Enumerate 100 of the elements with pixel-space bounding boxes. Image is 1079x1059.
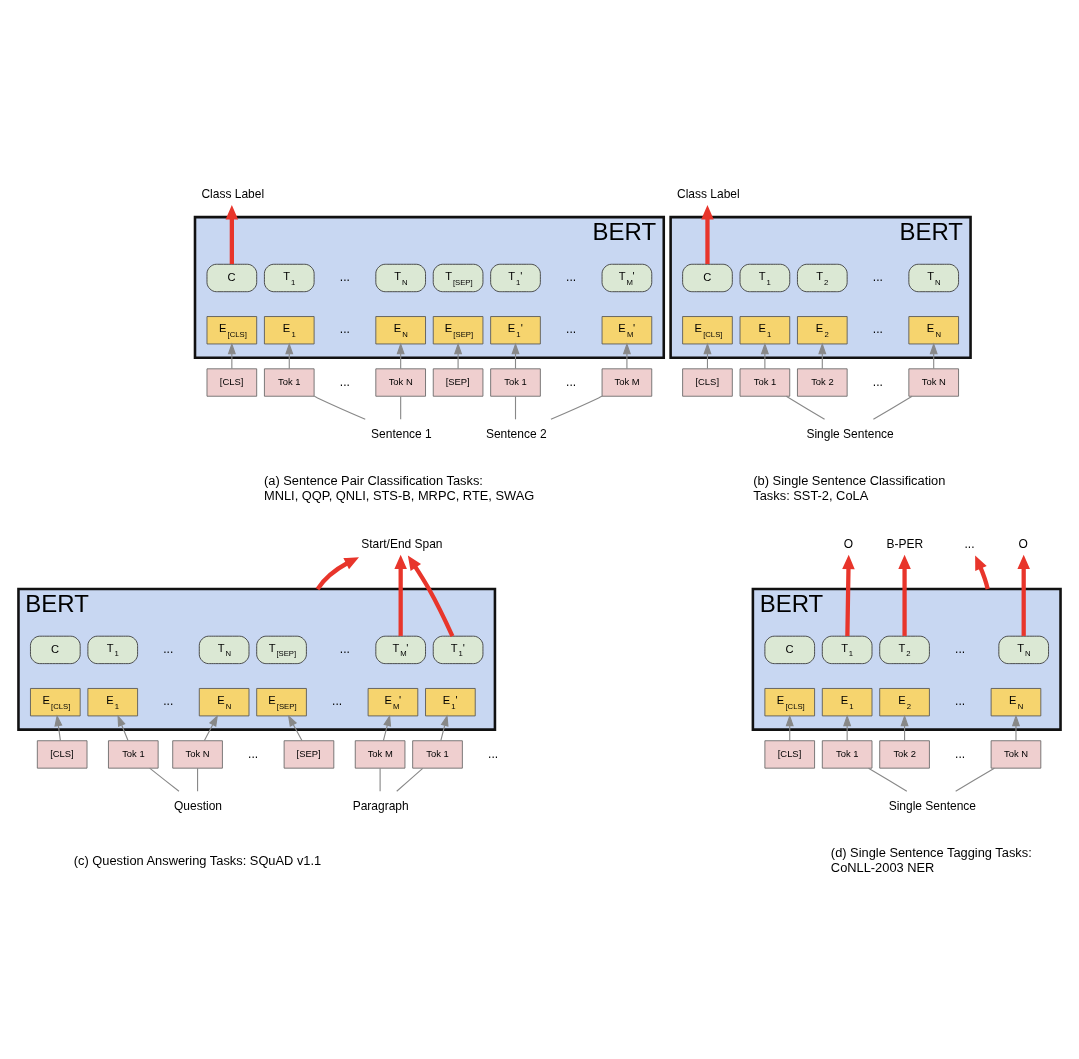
arrow — [622, 342, 631, 370]
arrow — [54, 714, 63, 742]
node-box: T$_{1}$ — [264, 263, 315, 293]
node-text: Single Sentence — [806, 426, 894, 441]
node-box: E$_{[CLS]}$ — [764, 688, 815, 717]
node-box: E$_{N}$ — [990, 688, 1042, 717]
node-box: T$_{2}$ — [879, 635, 930, 665]
node-box: C — [682, 263, 733, 293]
node-text: Class Label — [201, 187, 265, 202]
arrow — [394, 554, 407, 636]
node-box: E$_{[CLS]}$ — [30, 688, 81, 717]
label: (b) Single Sentence Classification Tasks: SST-2, CoLA — [753, 473, 946, 503]
arrow — [454, 342, 463, 370]
connector — [379, 767, 381, 792]
node-box: C — [206, 263, 258, 293]
arrow — [203, 714, 218, 742]
node-box: T$_{N}$ — [998, 635, 1049, 665]
node-box: [SEP] — [432, 368, 484, 397]
node-text: O — [843, 536, 854, 551]
label: ... — [163, 642, 174, 657]
node-box: Tok N — [172, 740, 223, 769]
node-box: [CLS] — [206, 368, 258, 397]
node-text: Single Sentence — [888, 798, 977, 813]
connector — [514, 395, 517, 420]
node-box: E$_{N}$ — [908, 316, 959, 345]
label: ... — [872, 322, 883, 337]
node-box: E$_{1}$ — [739, 316, 791, 345]
node-box: E$_{N}$ — [375, 316, 426, 345]
label: ... — [339, 322, 350, 337]
label: ... — [872, 374, 883, 389]
label: ... — [339, 374, 350, 389]
node-box: E$_{1}$' — [425, 688, 476, 717]
arrow — [440, 714, 449, 742]
label: ... — [955, 642, 966, 657]
connector — [149, 767, 180, 792]
node-box: Tok M — [354, 740, 406, 769]
node-box: Tok 1 — [412, 740, 463, 769]
node-box: Tok 1 — [490, 368, 541, 397]
node-box: E$_{1}$ — [87, 688, 138, 717]
node-box: T$_{1}$ — [821, 635, 873, 665]
label: ... — [488, 746, 499, 761]
node-box: T$_{1}$ — [739, 263, 791, 293]
label: ... — [566, 374, 577, 389]
node-box: Tok M — [601, 368, 653, 397]
node-box: Tok 1 — [264, 368, 315, 397]
connector — [955, 767, 995, 792]
label: (c) Question Answering Tasks: SQuAD v1.1 — [73, 852, 322, 868]
arrow — [407, 555, 455, 638]
node-box: E$_{[CLS]}$ — [206, 316, 258, 345]
node-box: T$_{N}$ — [198, 635, 250, 665]
node-box: [SEP] — [283, 740, 335, 769]
node-box: T$_{[SEP]}$ — [432, 263, 484, 293]
node-box: T$_{M}$' — [375, 635, 426, 665]
connector — [872, 395, 913, 420]
label: ... — [248, 746, 259, 761]
arrow — [287, 714, 303, 742]
connector — [400, 395, 402, 420]
arrow — [315, 557, 359, 591]
node-text: Class Label — [677, 187, 740, 202]
label: ... — [566, 322, 577, 337]
node-box: E$_{[SEP]}$ — [432, 316, 484, 345]
arrow — [382, 714, 392, 742]
node-box: Tok N — [990, 740, 1042, 769]
node-box: C — [30, 635, 81, 665]
node-box: Tok 2 — [797, 368, 848, 397]
arrow — [1011, 714, 1021, 742]
node-box: E$_{[CLS]}$ — [682, 316, 733, 345]
node-box: Tok 1 — [821, 740, 873, 769]
node-box: Tok N — [908, 368, 959, 397]
arrow — [225, 205, 239, 265]
node-text: ... — [964, 536, 975, 551]
connector — [396, 767, 424, 792]
label: ... — [955, 694, 966, 709]
node-box: Tok 1 — [108, 740, 159, 769]
node-box: [CLS] — [764, 740, 815, 769]
label: (d) Single Sentence Tagging Tasks: CoNLL-2003 NER — [830, 845, 1032, 875]
node-text: Paragraph — [352, 798, 409, 813]
node-box: T$_{N}$ — [375, 263, 426, 293]
connector — [785, 395, 826, 420]
label: ... — [163, 694, 174, 709]
node-box: T$_{N}$ — [908, 263, 959, 293]
node-box: E$_{2}$ — [797, 316, 848, 345]
arrow — [760, 342, 769, 370]
node-box: E$_{2}$ — [879, 688, 930, 717]
node-box: Tok 1 — [739, 368, 791, 397]
connector — [550, 395, 603, 420]
label: (a) Sentence Pair Classification Tasks: MNLI, QQP, QNLI, STS-B, MRPC, RTE, SWAG — [263, 473, 535, 503]
connector — [867, 767, 908, 792]
node-box: E$_{N}$ — [198, 688, 250, 717]
arrow — [842, 554, 855, 636]
node-text: Question — [174, 798, 222, 813]
arrow — [898, 554, 911, 636]
node-text: O — [1018, 536, 1028, 551]
node-box: E$_{M}$' — [367, 688, 419, 717]
label: ... — [872, 270, 883, 285]
connector — [313, 395, 366, 420]
label: ... — [332, 694, 343, 709]
node-box: T$_{M}$' — [601, 263, 653, 293]
node-box: E$_{1}$ — [821, 688, 873, 717]
node-box: [CLS] — [36, 740, 88, 769]
